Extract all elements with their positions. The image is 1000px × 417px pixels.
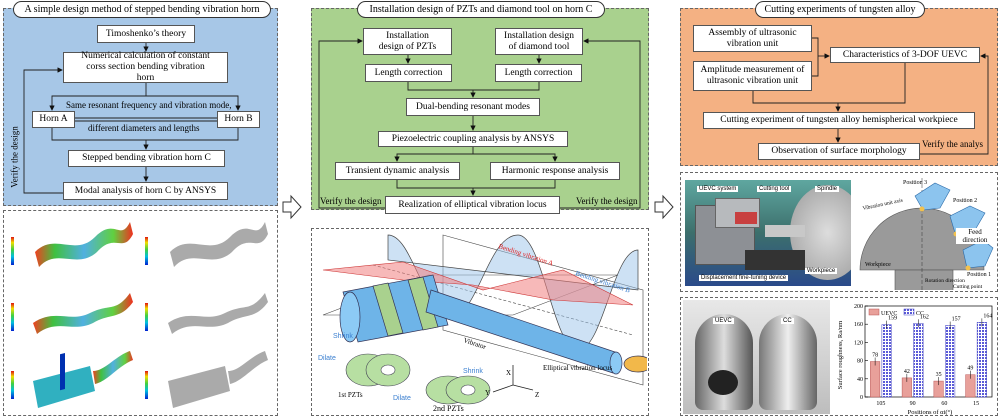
mode-2 xyxy=(11,293,268,334)
axis-z-label: Z xyxy=(535,391,539,399)
length-correction-left-box: Length correction xyxy=(365,64,452,82)
y-tick-label: 160 xyxy=(854,322,863,328)
verify-analysis-label: Verify the analys xyxy=(922,139,983,149)
spindle-label: Spindle xyxy=(815,186,840,192)
panel2-title: Installation design of PZTs and diamond … xyxy=(357,1,605,18)
shrink-label: Shrink xyxy=(333,333,353,340)
pzt2-label: 2nd PZTs xyxy=(433,404,464,413)
fine-tuning-label: Displacement fine-tuning device xyxy=(699,275,789,281)
length-correction-right-box: Length correction xyxy=(495,64,582,82)
mode-shape-images xyxy=(11,222,268,408)
cutting-experiment-box: Cutting experiment of tungsten alloy hem… xyxy=(703,112,975,129)
numerical-calculation-box: Numerical calculation of constant corss … xyxy=(63,51,228,83)
feed-direction-label: Feed direction xyxy=(956,228,994,244)
amplitude-measurement-box: Amplitude measurement of ultrasonic vibr… xyxy=(693,61,812,91)
panel3-title: Cutting experiments of tungsten alloy xyxy=(755,1,925,18)
position3-label: Position 3 xyxy=(903,180,927,186)
workpiece-samples-photo: UEVC CC xyxy=(683,300,830,414)
stage-arrow-1 xyxy=(282,194,302,220)
workpiece-label: Workpiece xyxy=(865,262,891,268)
pzt1-label: 1st PZTs xyxy=(338,391,363,399)
harmonic-analysis-box: Harmonic response analysis xyxy=(490,162,620,180)
stepped-horn-box: Stepped bending vibration horn C xyxy=(68,150,225,167)
legend-swatch xyxy=(903,308,915,316)
roughness-bar-chart: Surface roughness, Ra/nm Positions of αi… xyxy=(837,304,993,416)
pzt-rings xyxy=(345,353,491,405)
data-label: 49 xyxy=(967,366,973,372)
cutting-positions-schematic: Position 3 Position 2 Position 1 Vibrati… xyxy=(859,178,994,290)
same-resonant-label: Same resonant frequency and vibration mo… xyxy=(66,100,232,110)
shrink-label-2: Shrink xyxy=(463,368,483,375)
dual-bending-box: Dual-bending resonant modes xyxy=(406,98,540,116)
pzts-installation-box: Installation design of PZTs xyxy=(363,28,452,55)
y-tick-label: 0 xyxy=(860,395,863,401)
horn-a-box: Horn A xyxy=(32,111,75,128)
surface-morphology-box: Observation of surface morphology xyxy=(758,143,920,160)
x-tick-label: 60 xyxy=(941,401,947,407)
cutting-point-label: Cutting point xyxy=(953,284,983,290)
vibrator-body xyxy=(339,274,647,375)
piezoelectric-analysis-box: Piezoelectric coupling analysis by ANSYS xyxy=(378,131,568,147)
y-tick-label: 80 xyxy=(857,359,863,365)
workpiece-photo-label: Workpiece xyxy=(805,268,838,274)
data-label: 35 xyxy=(936,372,942,378)
y-tick-label: 200 xyxy=(854,304,863,310)
legend-label: CC xyxy=(916,311,924,317)
mode-3 xyxy=(11,351,268,408)
mode-1 xyxy=(11,222,268,267)
stage-arrow-2 xyxy=(654,194,674,220)
y-axis-label: Surface roughness, Ra/nm xyxy=(837,321,844,389)
y-tick-label: 40 xyxy=(857,377,863,383)
data-label: 42 xyxy=(904,369,910,375)
panel1-title: A simple design method of stepped bendin… xyxy=(13,1,271,18)
verify-design-right-label: Verify the design xyxy=(576,196,638,206)
dilate-label-2: Dilate xyxy=(393,395,411,402)
transient-analysis-box: Transient dynamic analysis xyxy=(335,162,460,180)
assembly-box: Assembly of ultrasonic vibration unit xyxy=(693,25,812,52)
legend-swatch xyxy=(868,308,880,316)
x-tick-label: 105 xyxy=(876,401,885,407)
experiment-setup-photo: UEVC system Cutting tool Spindle Displac… xyxy=(685,180,851,286)
horn-b-box: Horn B xyxy=(217,111,260,128)
uevc-sample-label: UEVC xyxy=(713,318,734,324)
plot-frame xyxy=(864,305,993,398)
verify-design-left-label: Verify the design xyxy=(320,196,382,206)
uevc-system-label: UEVC system xyxy=(697,186,739,192)
position1-label: Position 1 xyxy=(967,272,991,278)
rotation-direction-label: Rotation direction xyxy=(925,278,965,284)
characteristics-box: Characteristics of 3-DOF UEVC xyxy=(830,47,980,63)
legend-label: UEVC xyxy=(881,311,897,317)
elliptical-locus-label: Elliptical vibration locus xyxy=(543,364,612,372)
dilate-label: Dilate xyxy=(318,355,336,362)
data-label: 159 xyxy=(888,316,897,322)
x-tick-label: 90 xyxy=(910,401,916,407)
vibrator-diagram: Bending vibration A Bending vibration B … xyxy=(318,234,647,414)
data-label: 78 xyxy=(872,353,878,359)
verify-design-label: Verify the design xyxy=(9,126,20,188)
diamond-tool-installation-box: Installation design of diamond tool xyxy=(495,28,583,55)
data-label: 164 xyxy=(983,313,992,319)
elliptical-locus-box: Realization of elliptical vibration locu… xyxy=(385,196,560,214)
position2-label: Position 2 xyxy=(953,198,977,204)
modal-analysis-box: Modal analysis of horn C by ANSYS xyxy=(63,182,228,200)
data-label: 157 xyxy=(952,317,961,323)
timoshenko-theory-box: Timoshenko’s theory xyxy=(97,25,195,43)
cc-sample-label: CC xyxy=(781,318,794,324)
axis-y-label: Y xyxy=(485,389,490,397)
y-tick-label: 120 xyxy=(854,340,863,346)
x-tick-label: 15 xyxy=(973,401,979,407)
axis-x-label: X xyxy=(506,369,511,377)
x-axis-label: Positions of αi(°) xyxy=(908,409,953,416)
different-diameters-label: different diameters and lengths xyxy=(88,123,200,133)
data-label: 162 xyxy=(920,314,929,320)
cutting-tool-label: Cutting tool xyxy=(757,186,792,192)
